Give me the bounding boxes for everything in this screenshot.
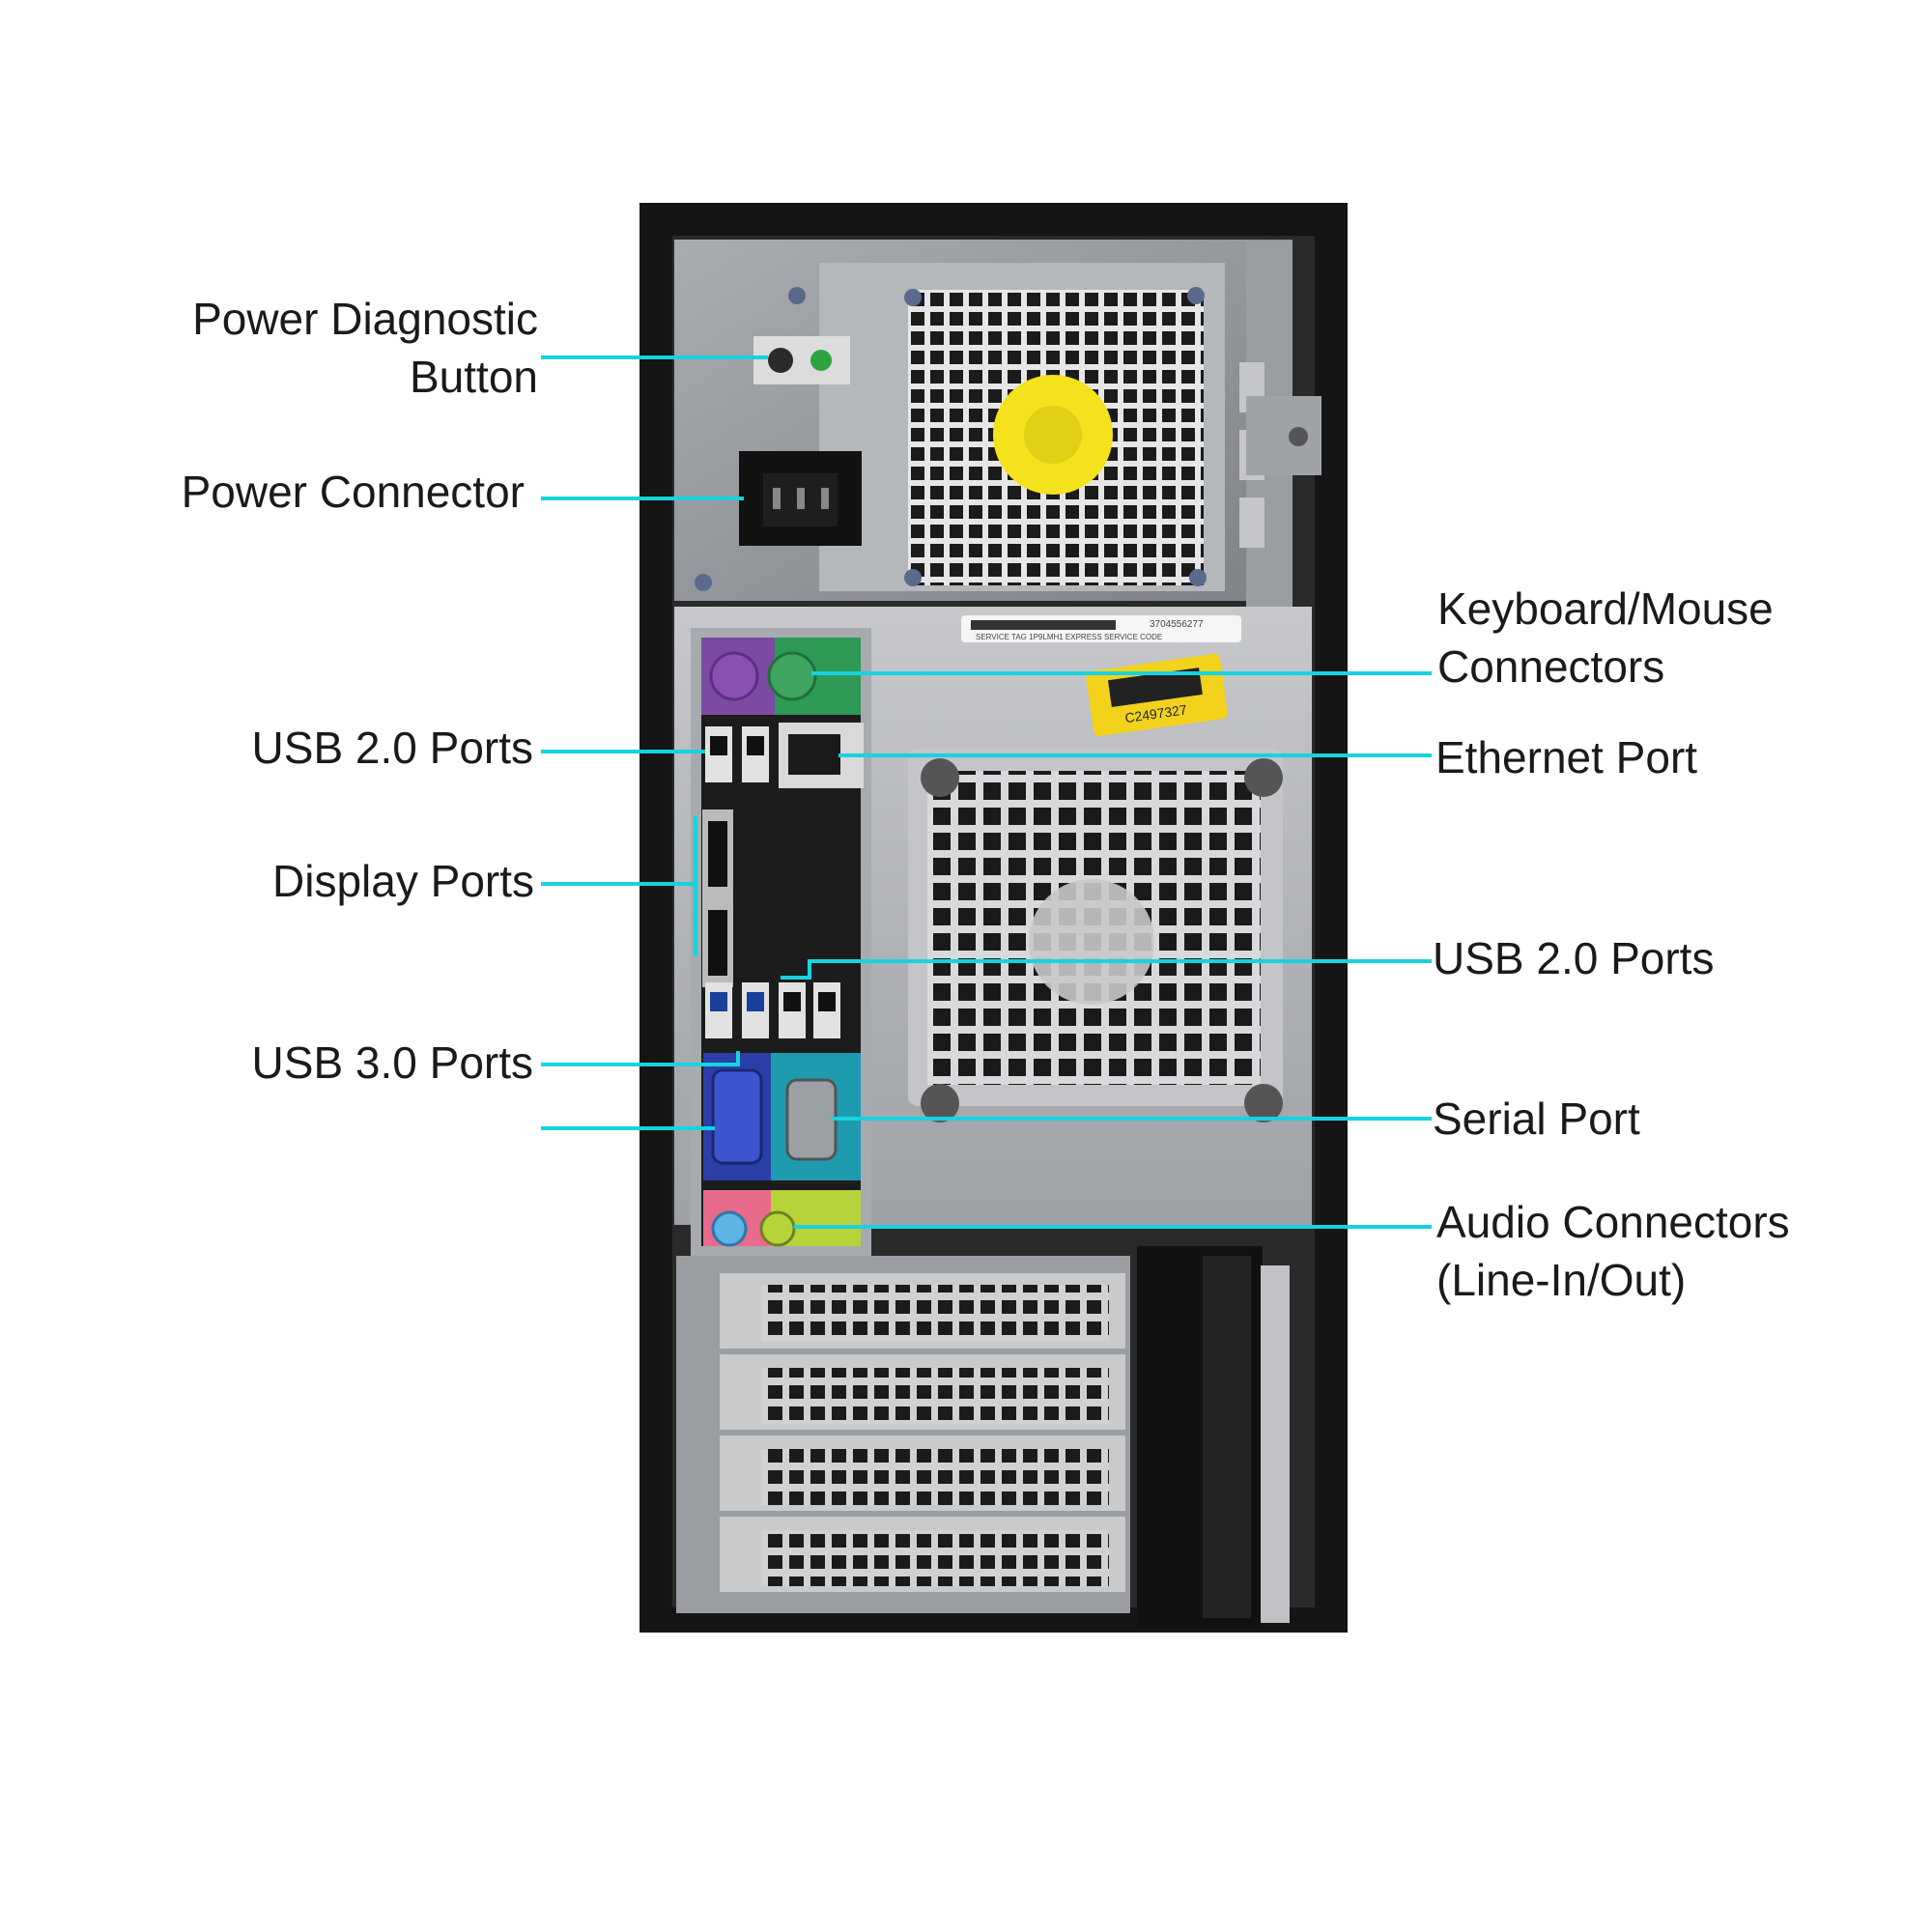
label-ethernet: Ethernet Port: [1435, 732, 1698, 782]
label-audio-line2: (Line-In/Out): [1436, 1255, 1687, 1305]
label-keyboard-mouse-line2: Connectors: [1437, 641, 1665, 692]
ps2-mouse-port[interactable]: [767, 651, 817, 701]
label-usb20-left: USB 2.0 Ports: [251, 723, 533, 773]
callout-usb20-right: [781, 959, 1432, 980]
power-supply: [674, 240, 1293, 601]
service-tag-sticker: 3704556277 SERVICE TAG 1P9LMH1 EXPRESS S…: [961, 615, 1241, 642]
power-status-led: [810, 350, 832, 371]
label-power-diagnostic-line2: Button: [410, 352, 538, 402]
label-power-diagnostic: Power Diagnostic Button: [192, 290, 538, 406]
ps2-keyboard-port[interactable]: [709, 651, 759, 701]
serial-port[interactable]: [785, 1078, 838, 1161]
service-tag-number: 3704556277: [1150, 619, 1204, 630]
label-usb30: USB 3.0 Ports: [251, 1037, 533, 1088]
label-audio: Audio Connectors (Line-In/Out): [1436, 1193, 1790, 1309]
power-diagnostic-button[interactable]: [768, 348, 793, 373]
label-serial: Serial Port: [1433, 1094, 1640, 1144]
label-audio-line1: Audio Connectors: [1436, 1197, 1790, 1247]
label-keyboard-mouse-line1: Keyboard/Mouse: [1437, 583, 1774, 634]
line-out-jack[interactable]: [759, 1210, 796, 1247]
label-keyboard-mouse: Keyboard/Mouse Connectors: [1437, 580, 1774, 696]
label-power-connector: Power Connector: [181, 467, 525, 517]
lock-bracket: [1137, 1246, 1290, 1628]
callout-display-ports: [541, 816, 697, 956]
expansion-slots: [676, 1256, 1130, 1613]
callout-usb30: [541, 1051, 740, 1066]
service-tag-line: SERVICE TAG 1P9LMH1 EXPRESS SERVICE CODE: [976, 633, 1162, 641]
label-display-ports: Display Ports: [272, 856, 534, 906]
label-usb20-right: USB 2.0 Ports: [1433, 933, 1715, 983]
label-power-diagnostic-line1: Power Diagnostic: [192, 294, 538, 344]
callout-lines: [541, 355, 1432, 1229]
vga-port[interactable]: [711, 1068, 763, 1165]
line-in-jack[interactable]: [711, 1210, 748, 1247]
io-shield: [691, 628, 871, 1256]
